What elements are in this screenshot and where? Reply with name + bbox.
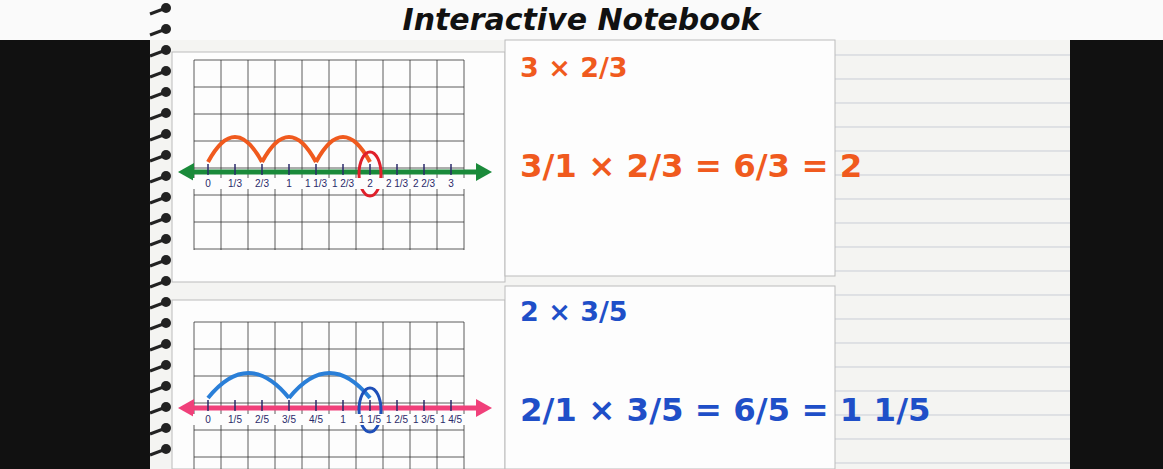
tick-label: 3 [436, 178, 466, 189]
notebook-page [150, 40, 1070, 469]
tick-label: 1/3 [220, 178, 250, 189]
tick-label: 2/5 [247, 414, 277, 425]
tick-label: 2/3 [247, 178, 277, 189]
spiral-binding [150, 3, 171, 455]
equation-text: 3/1 × 2/3 = 6/3 = 2 [520, 147, 862, 185]
number-line [178, 373, 492, 432]
tick-label: 1/5 [220, 414, 250, 425]
problem-text: 2 × 3/5 [520, 296, 931, 327]
tick-label: 1 1/3 [301, 178, 331, 189]
graph-grid [194, 60, 464, 250]
tick-label: 1 2/5 [382, 414, 412, 425]
header-strip [0, 0, 1163, 40]
tick-label: 2 2/3 [409, 178, 439, 189]
tick-label: 0 [193, 414, 223, 425]
graph-grid [194, 322, 464, 469]
tick-label: 0 [193, 178, 223, 189]
equation-card: 3 × 2/3 3/1 × 2/3 = 6/3 = 2 [520, 52, 862, 185]
equation-card: 2 × 3/5 2/1 × 3/5 = 6/5 = 1 1/5 [520, 296, 931, 429]
tick-label: 1 [274, 178, 304, 189]
equation-text: 2/1 × 3/5 = 6/5 = 1 1/5 [520, 391, 931, 429]
tick-label: 1 3/5 [409, 414, 439, 425]
number-line [178, 137, 492, 196]
tick-label: 1 2/3 [328, 178, 358, 189]
tick-label: 1 [328, 414, 358, 425]
paper-card [172, 52, 505, 282]
title: Interactive Notebook [0, 2, 1163, 37]
tick-label: 2 [355, 178, 385, 189]
problem-text: 3 × 2/3 [520, 52, 862, 83]
tick-label: 2 1/3 [382, 178, 412, 189]
tick-label: 1 1/5 [355, 414, 385, 425]
tick-label: 4/5 [301, 414, 331, 425]
tick-label: 1 4/5 [436, 414, 466, 425]
paper-card [172, 300, 505, 469]
tick-label: 3/5 [274, 414, 304, 425]
